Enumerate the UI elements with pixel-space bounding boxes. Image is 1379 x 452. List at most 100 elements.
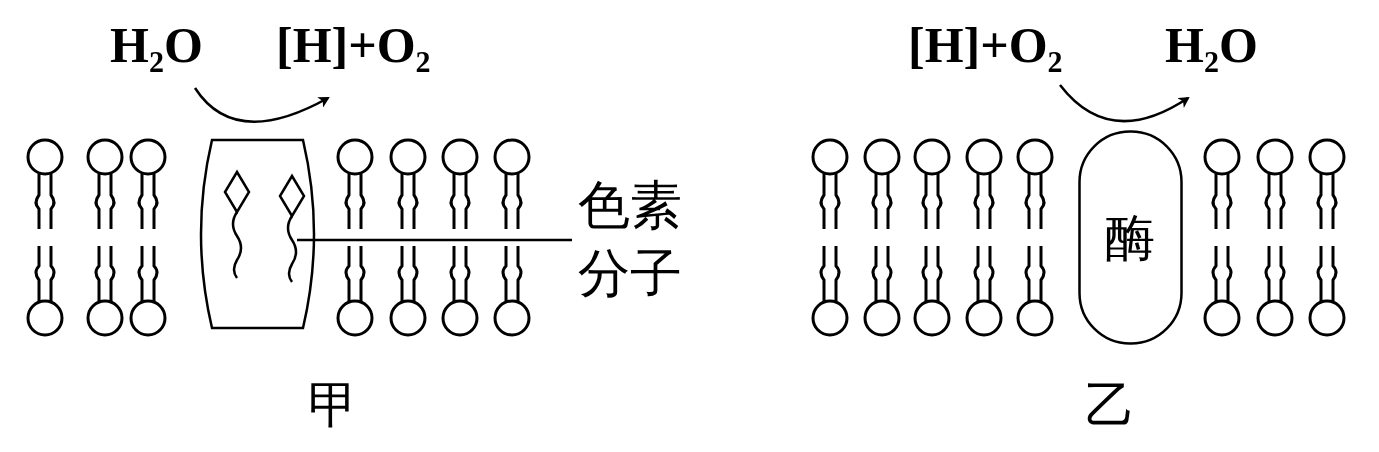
- label: [H]+O₂: [908, 20, 1063, 70]
- lipid-part: [1205, 140, 1239, 174]
- lipid-part: [51, 246, 54, 301]
- lipid-part: [938, 174, 941, 229]
- lipid-part: [338, 140, 372, 174]
- label: [H]+O₂: [276, 20, 431, 70]
- lipid-part: [338, 301, 372, 335]
- lipid-part: [1333, 246, 1336, 301]
- lipid-part: [967, 301, 1001, 335]
- label: 乙: [1085, 380, 1135, 430]
- lipid-part: [1281, 246, 1284, 301]
- lipid-part: [888, 174, 891, 229]
- lipid-part: [1310, 301, 1344, 335]
- lipid-part: [399, 174, 402, 229]
- lipid-part: [51, 174, 54, 229]
- pigment-protein: [201, 140, 314, 328]
- lipid-part: [1228, 246, 1231, 301]
- lipid-part: [1041, 246, 1044, 301]
- lipid-part: [154, 174, 157, 229]
- lipid-part: [821, 174, 824, 229]
- lipid-part: [466, 246, 469, 301]
- lipid-part: [154, 246, 157, 301]
- node-text: 酶: [1105, 213, 1155, 263]
- oval-shape: [1079, 132, 1181, 344]
- pigment-molecule: [225, 172, 304, 282]
- lipid-part: [414, 246, 417, 301]
- lipid-part: [836, 174, 839, 229]
- lipid-part: [821, 246, 824, 301]
- lipid-part: [1205, 301, 1239, 335]
- lipid-part: [1018, 140, 1052, 174]
- lipid-part: [873, 174, 876, 229]
- lipid-part: [1318, 174, 1321, 229]
- lipid-part: [1026, 174, 1029, 229]
- lipid-part: [836, 246, 839, 301]
- lipid-part: [1018, 301, 1052, 335]
- lipid-part: [495, 140, 529, 174]
- reaction-arrow: [195, 88, 328, 122]
- lipid-part: [139, 246, 142, 301]
- lipid-part: [975, 174, 978, 229]
- lipid-part: [1333, 174, 1336, 229]
- lipid-part: [391, 301, 425, 335]
- lipid-part: [865, 140, 899, 174]
- lipid-part: [96, 174, 99, 229]
- lipid-part: [1310, 140, 1344, 174]
- lipid-part: [346, 174, 349, 229]
- lipid-part: [1026, 246, 1029, 301]
- lipid-part: [495, 301, 529, 335]
- lipid-part: [503, 246, 506, 301]
- lipid-part: [361, 246, 364, 301]
- lipid-part: [88, 140, 122, 174]
- lipid-part: [1258, 140, 1292, 174]
- lipid-part: [1213, 174, 1216, 229]
- lipid-part: [915, 140, 949, 174]
- lipid-part: [923, 174, 926, 229]
- label: 甲: [308, 380, 358, 430]
- lipid-part: [503, 174, 506, 229]
- enzyme-oval: 酶: [1078, 130, 1183, 345]
- lipid-part: [443, 140, 477, 174]
- lipid-part: [139, 174, 142, 229]
- lipid-part: [518, 174, 521, 229]
- lipid-part: [1041, 174, 1044, 229]
- lipid-part: [443, 301, 477, 335]
- label: H₂O: [110, 20, 203, 70]
- lipid-part: [361, 174, 364, 229]
- leader-line: [297, 239, 572, 242]
- lipid-part: [865, 301, 899, 335]
- lipid-part: [915, 301, 949, 335]
- lipid-part: [36, 174, 39, 229]
- lipid-part: [1281, 174, 1284, 229]
- lipid-part: [1258, 301, 1292, 335]
- lipid-part: [938, 246, 941, 301]
- lipid-part: [391, 140, 425, 174]
- lipid-part: [1318, 246, 1321, 301]
- lipid-part: [975, 246, 978, 301]
- lipid-part: [111, 246, 114, 301]
- lipid-part: [131, 140, 165, 174]
- lipid-part: [451, 246, 454, 301]
- lipid-part: [923, 246, 926, 301]
- lipid-part: [1266, 246, 1269, 301]
- lipid-part: [131, 301, 165, 335]
- lipid-part: [399, 246, 402, 301]
- lipid-part: [414, 174, 417, 229]
- lipid-part: [1228, 174, 1231, 229]
- lipid-part: [36, 246, 39, 301]
- lipid-part: [88, 301, 122, 335]
- lipid-part: [346, 246, 349, 301]
- lipid-part: [990, 174, 993, 229]
- label: H₂O: [1165, 20, 1258, 70]
- lipid-part: [888, 246, 891, 301]
- lipid-part: [873, 246, 876, 301]
- lipid-part: [967, 140, 1001, 174]
- lipid-part: [518, 246, 521, 301]
- lipid-part: [466, 174, 469, 229]
- lipid-part: [1213, 246, 1216, 301]
- lipid-part: [28, 301, 62, 335]
- lipid-part: [96, 246, 99, 301]
- lipid-part: [1266, 174, 1269, 229]
- lipid-part: [813, 301, 847, 335]
- label: 色素 分子: [578, 172, 692, 307]
- lipid-part: [990, 246, 993, 301]
